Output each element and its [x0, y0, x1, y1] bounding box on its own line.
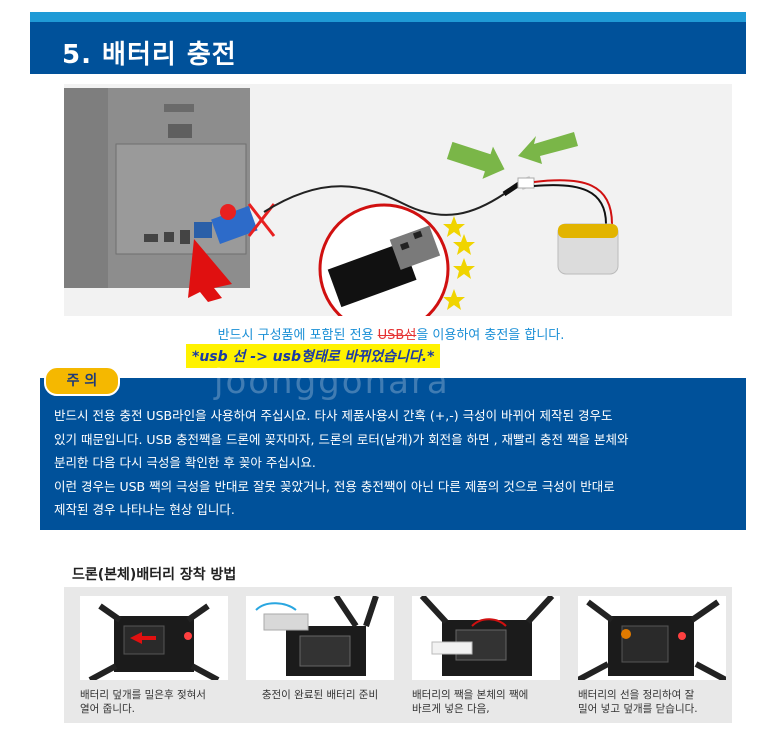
caution-line: 있기 때문입니다. USB 충전짹을 드론에 꽂자마자, 드론의 로터(날개)가…: [54, 431, 629, 447]
usb-zoom-circle: [318, 203, 450, 316]
drone-icon: [578, 599, 726, 680]
caution-line: 이런 경우는 USB 짹의 극성을 반대로 잘못 꽂았거나, 전용 충전짹이 아…: [54, 478, 615, 494]
install-step: 충전이 완료된 배터리 준비: [246, 596, 394, 702]
caution-text: 반드시 전용 충전 USB라인을 사용하여 주십시요. 타사 제품사용시 간혹 …: [54, 404, 734, 522]
install-step: 배터리의 짹을 본체의 짹에 바르게 넣은 다음,: [412, 596, 560, 716]
caption-prefix: 반드시 구성품에 포함된 전용: [217, 328, 378, 343]
charging-illustration-art: [64, 88, 619, 316]
battery-icon: [517, 177, 619, 275]
caution-tab: 주 의: [44, 366, 120, 396]
green-arrow-icon: [446, 132, 578, 179]
caption-struck: USB선: [377, 328, 417, 343]
step-caption: 배터리 덮개를 밀은후 젖혀서 열어 줍니다.: [80, 689, 206, 715]
star-icon: [443, 216, 475, 310]
caution-line: 제작된 경우 나타나는 현상 입니다.: [54, 502, 235, 517]
header-accent-bar: [30, 12, 746, 22]
section-header: 5. 배터리 충전: [30, 12, 746, 74]
change-note: *usb 선 -> usb형태로 바뀌었습니다.*: [186, 344, 441, 368]
drone-icon: [88, 603, 220, 680]
drone-step-image: [80, 596, 228, 680]
install-section-title: 드론(본체)배터리 장착 방법: [72, 567, 237, 583]
computer-tower-icon: [64, 88, 250, 288]
drone-step-image: [412, 596, 560, 680]
step-caption: 충전이 완료된 배터리 준비: [261, 689, 379, 701]
drone-icon: [255, 596, 379, 676]
caution-line: 반드시 전용 충전 USB라인을 사용하여 주십시요. 타사 제품사용시 간혹 …: [54, 408, 613, 423]
page-title: 5. 배터리 충전: [62, 40, 237, 70]
usb-dongle-icon: [211, 203, 276, 244]
watermark: joonggonara: [214, 362, 450, 402]
step-caption: 배터리의 짹을 본체의 짹에 바르게 넣은 다음,: [412, 689, 529, 715]
drone-step-image: [578, 596, 726, 680]
install-step: 배터리 덮개를 밀은후 젖혀서 열어 줍니다.: [80, 596, 228, 716]
charging-illustration: [64, 84, 732, 316]
caption-suffix: 을 이용하여 충전을 합니다.: [416, 328, 565, 343]
charging-caption: 반드시 구성품에 포함된 전용 USB선을 이용하여 충전을 합니다.: [0, 324, 782, 343]
step-caption: 배터리의 선을 정리하여 잘 밀어 넣고 덮개를 닫습니다.: [578, 689, 698, 715]
drone-icon: [419, 596, 555, 676]
install-step: 배터리의 선을 정리하여 잘 밀어 넣고 덮개를 닫습니다.: [578, 596, 726, 716]
red-arrow-icon: [188, 239, 232, 302]
drone-step-image: [246, 596, 394, 680]
caution-line: 분리한 다음 다시 극성을 확인한 후 꽂아 주십시요.: [54, 455, 316, 470]
caution-box: 반드시 전용 충전 USB라인을 사용하여 주십시요. 타사 제품사용시 간혹 …: [40, 378, 746, 530]
